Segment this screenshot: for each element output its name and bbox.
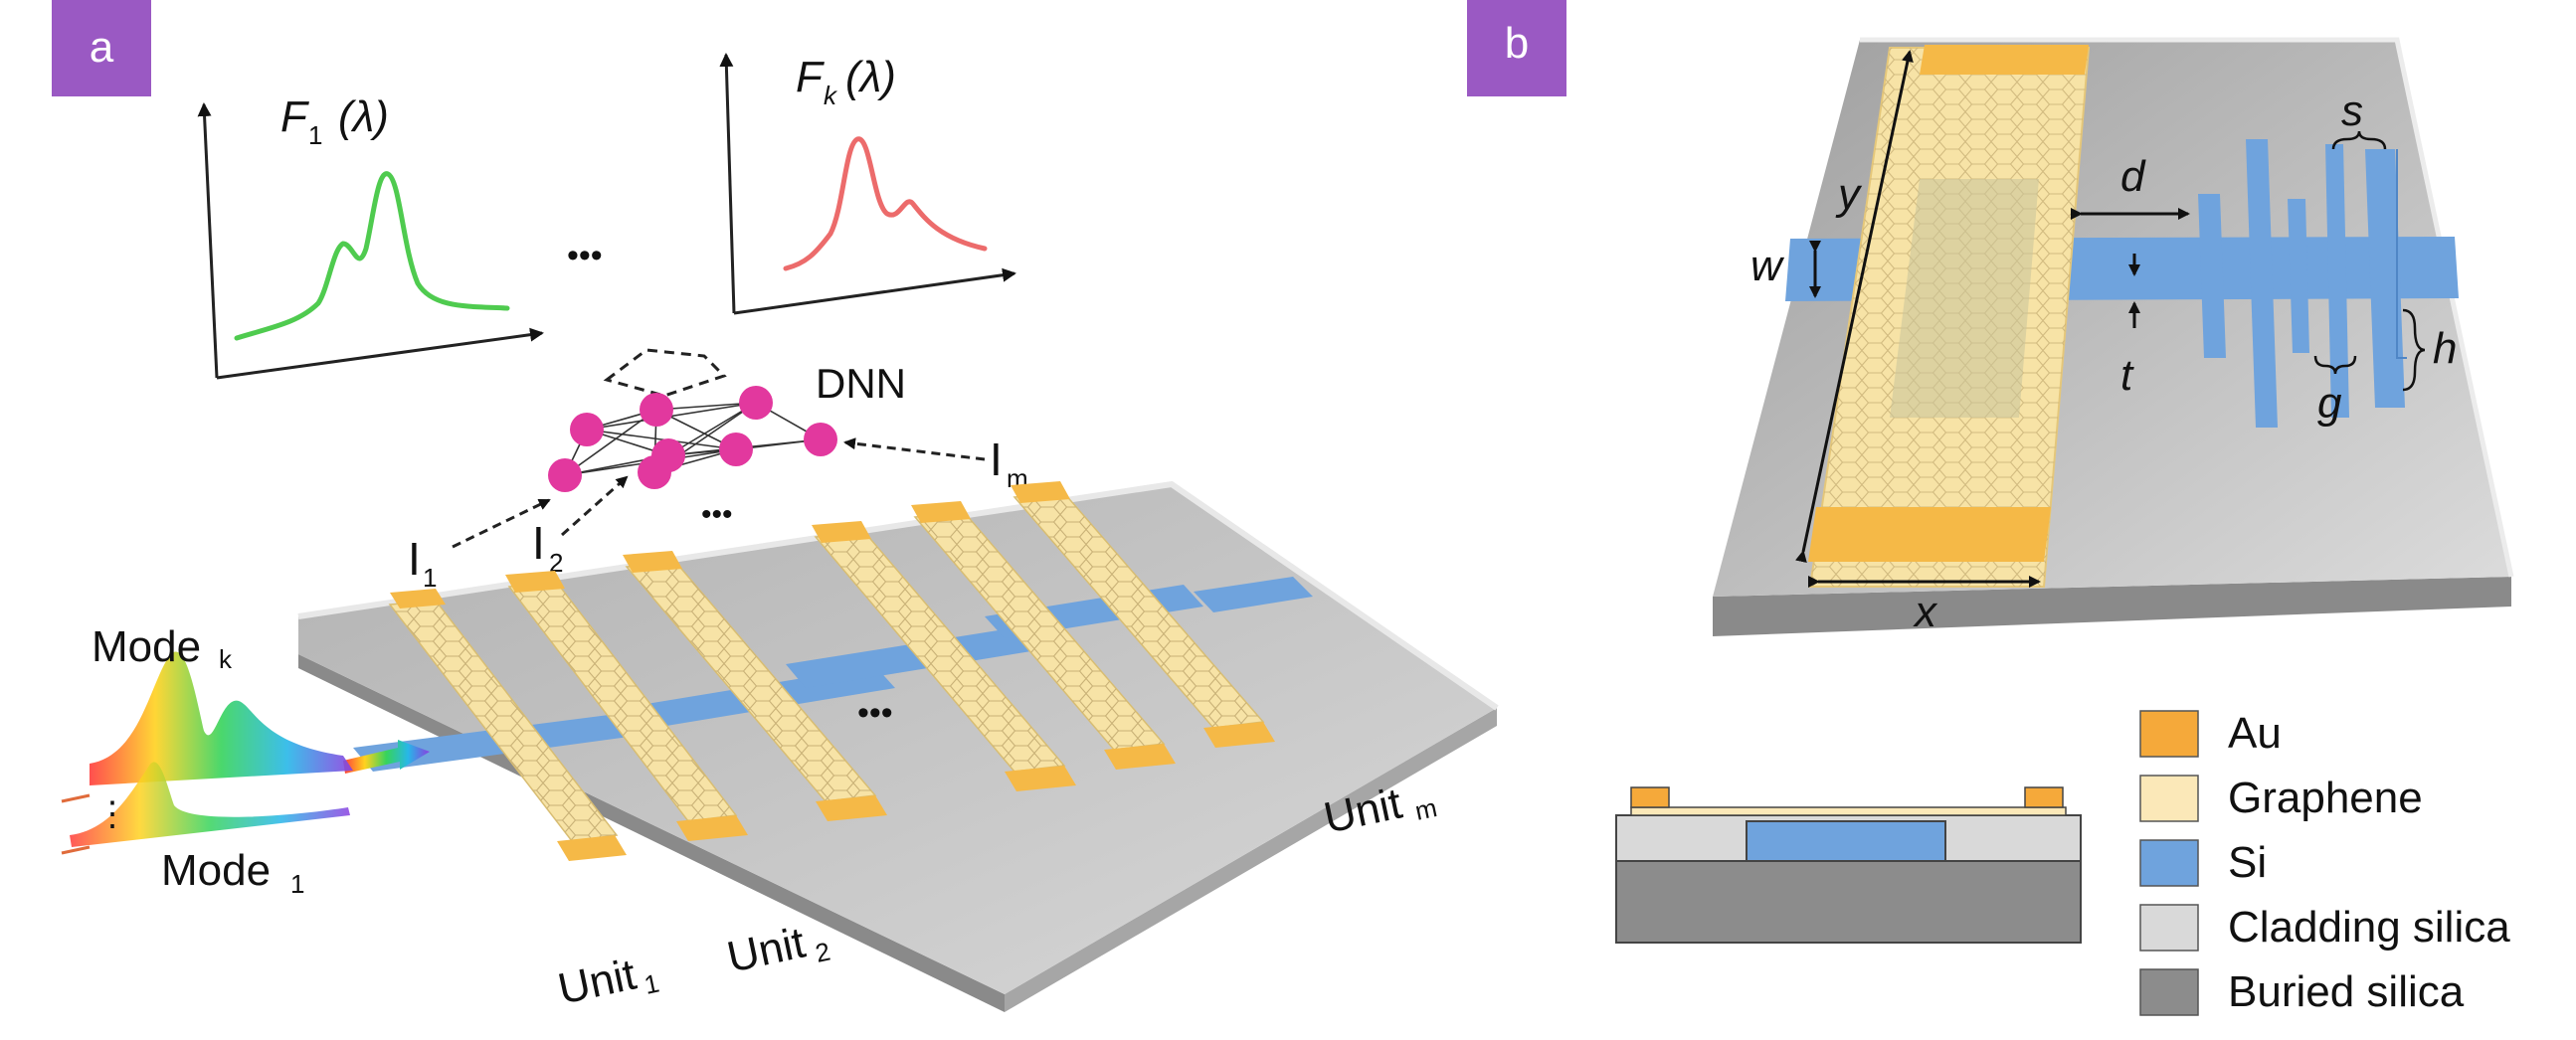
si-waveguide	[353, 714, 637, 772]
input-label-1-sub: 1	[423, 563, 437, 593]
legend-swatch-au	[2139, 710, 2199, 758]
cross-si-core	[1746, 820, 1946, 862]
panel-a-badge-label: a	[90, 23, 114, 72]
dnn-node	[548, 458, 582, 492]
panel-a-badge	[52, 0, 151, 96]
spectrum-plot-k: F k (λ)	[719, 53, 1016, 315]
panel-b-badge	[1467, 0, 1566, 96]
chip-3d	[297, 480, 1499, 1012]
chip-ellipsis: •••	[857, 694, 893, 732]
panel-a: a F 1 (λ) ••• F k (λ)	[52, 0, 1499, 1014]
dnn-node	[719, 433, 753, 466]
dim-g-label: g	[2317, 379, 2342, 428]
spectrum-curve-f1	[234, 171, 510, 341]
plot1-label-f: F	[280, 92, 309, 141]
dim-y-label: y	[1835, 170, 1863, 219]
dnn-label: DNN	[816, 360, 906, 407]
legend-swatch-si	[2139, 839, 2199, 887]
cross-graphene-layer	[1630, 806, 2067, 816]
plot1-label-arg: (λ)	[338, 92, 389, 141]
mode-k-sub: k	[219, 644, 233, 674]
spectrum-plot-1: F 1 (λ)	[197, 92, 544, 380]
unit-2-sub: 2	[813, 937, 832, 968]
plot1-label-sub: 1	[308, 120, 322, 150]
dnn-node	[651, 438, 685, 472]
cross-buried-silica	[1615, 860, 2082, 944]
cross-section	[1615, 786, 2082, 944]
unit-m-sub: m	[1412, 792, 1439, 826]
cross-au-right	[2024, 786, 2064, 808]
legend-label-buried: Buried silica	[2228, 967, 2465, 1016]
unit-1-sub: 1	[642, 968, 661, 1000]
legend-swatch-cladding	[2139, 904, 2199, 952]
input-label-1: I	[408, 533, 421, 585]
chip-cladding-rim	[297, 480, 1499, 711]
dnn-node	[570, 413, 604, 446]
chip-top	[298, 484, 1497, 994]
input-ellipsis: •••	[701, 498, 733, 531]
si-waveguide	[1194, 577, 1313, 612]
mode-1-sub: 1	[290, 869, 304, 899]
dnn-node	[739, 386, 773, 420]
dim-h-label: h	[2433, 324, 2457, 373]
spectrum-curve-fk	[783, 136, 988, 271]
plot-ellipsis: •••	[567, 237, 603, 274]
dim-x-label: x	[1913, 588, 1938, 636]
unit-2-label: Unit	[723, 919, 810, 982]
mode-ellipsis: ⋮	[95, 795, 129, 833]
input-label-m: I	[990, 433, 1003, 485]
mode-1-profile	[70, 762, 350, 847]
gold-pad-top	[1920, 45, 2089, 75]
graphene-strips	[388, 481, 1275, 861]
dnn-node	[640, 393, 673, 427]
legend: Au Graphene Si Cladding silica Buried si…	[2139, 709, 2510, 1016]
mode-profiles: Mode k Mode 1 ⋮	[61, 622, 353, 899]
mode-1-label: Mode	[161, 846, 271, 895]
input-label-2-sub: 2	[549, 548, 563, 578]
legend-label-graphene: Graphene	[2228, 774, 2423, 822]
gold-pad-bottom	[1808, 507, 2051, 562]
light-input-arrow	[343, 740, 430, 774]
unit-1-label: Unit	[554, 951, 641, 1014]
si-grating	[2198, 139, 2405, 428]
plotk-label-arg: (λ)	[845, 53, 896, 101]
mode-k-label: Mode	[92, 622, 201, 671]
legend-label-cladding: Cladding silica	[2228, 903, 2510, 952]
plotk-label-sub: k	[824, 81, 838, 110]
chip-right-side	[1005, 708, 1497, 1012]
cross-au-left	[1630, 786, 1670, 808]
legend-swatch-graphene	[2139, 775, 2199, 822]
legend-label-au: Au	[2228, 709, 2282, 758]
dim-t-label: t	[2120, 351, 2134, 400]
legend-swatch-buried	[2139, 968, 2199, 1016]
dim-w-label: w	[1750, 242, 1785, 290]
panel-b-badge-label: b	[1505, 19, 1529, 68]
dim-s-label: s	[2341, 87, 2363, 135]
dim-d-label: d	[2120, 152, 2146, 201]
legend-label-si: Si	[2228, 838, 2267, 887]
dnn-node	[804, 423, 837, 456]
device-3d: y w d s t h g x	[1713, 37, 2514, 636]
panel-b: b	[1467, 0, 2514, 1016]
dnn-network: DNN	[548, 348, 906, 492]
mode-k-profile	[90, 651, 353, 785]
dnn-output-dashed-shape	[603, 348, 727, 398]
input-label-2: I	[532, 517, 545, 569]
plotk-label-f: F	[796, 53, 825, 101]
